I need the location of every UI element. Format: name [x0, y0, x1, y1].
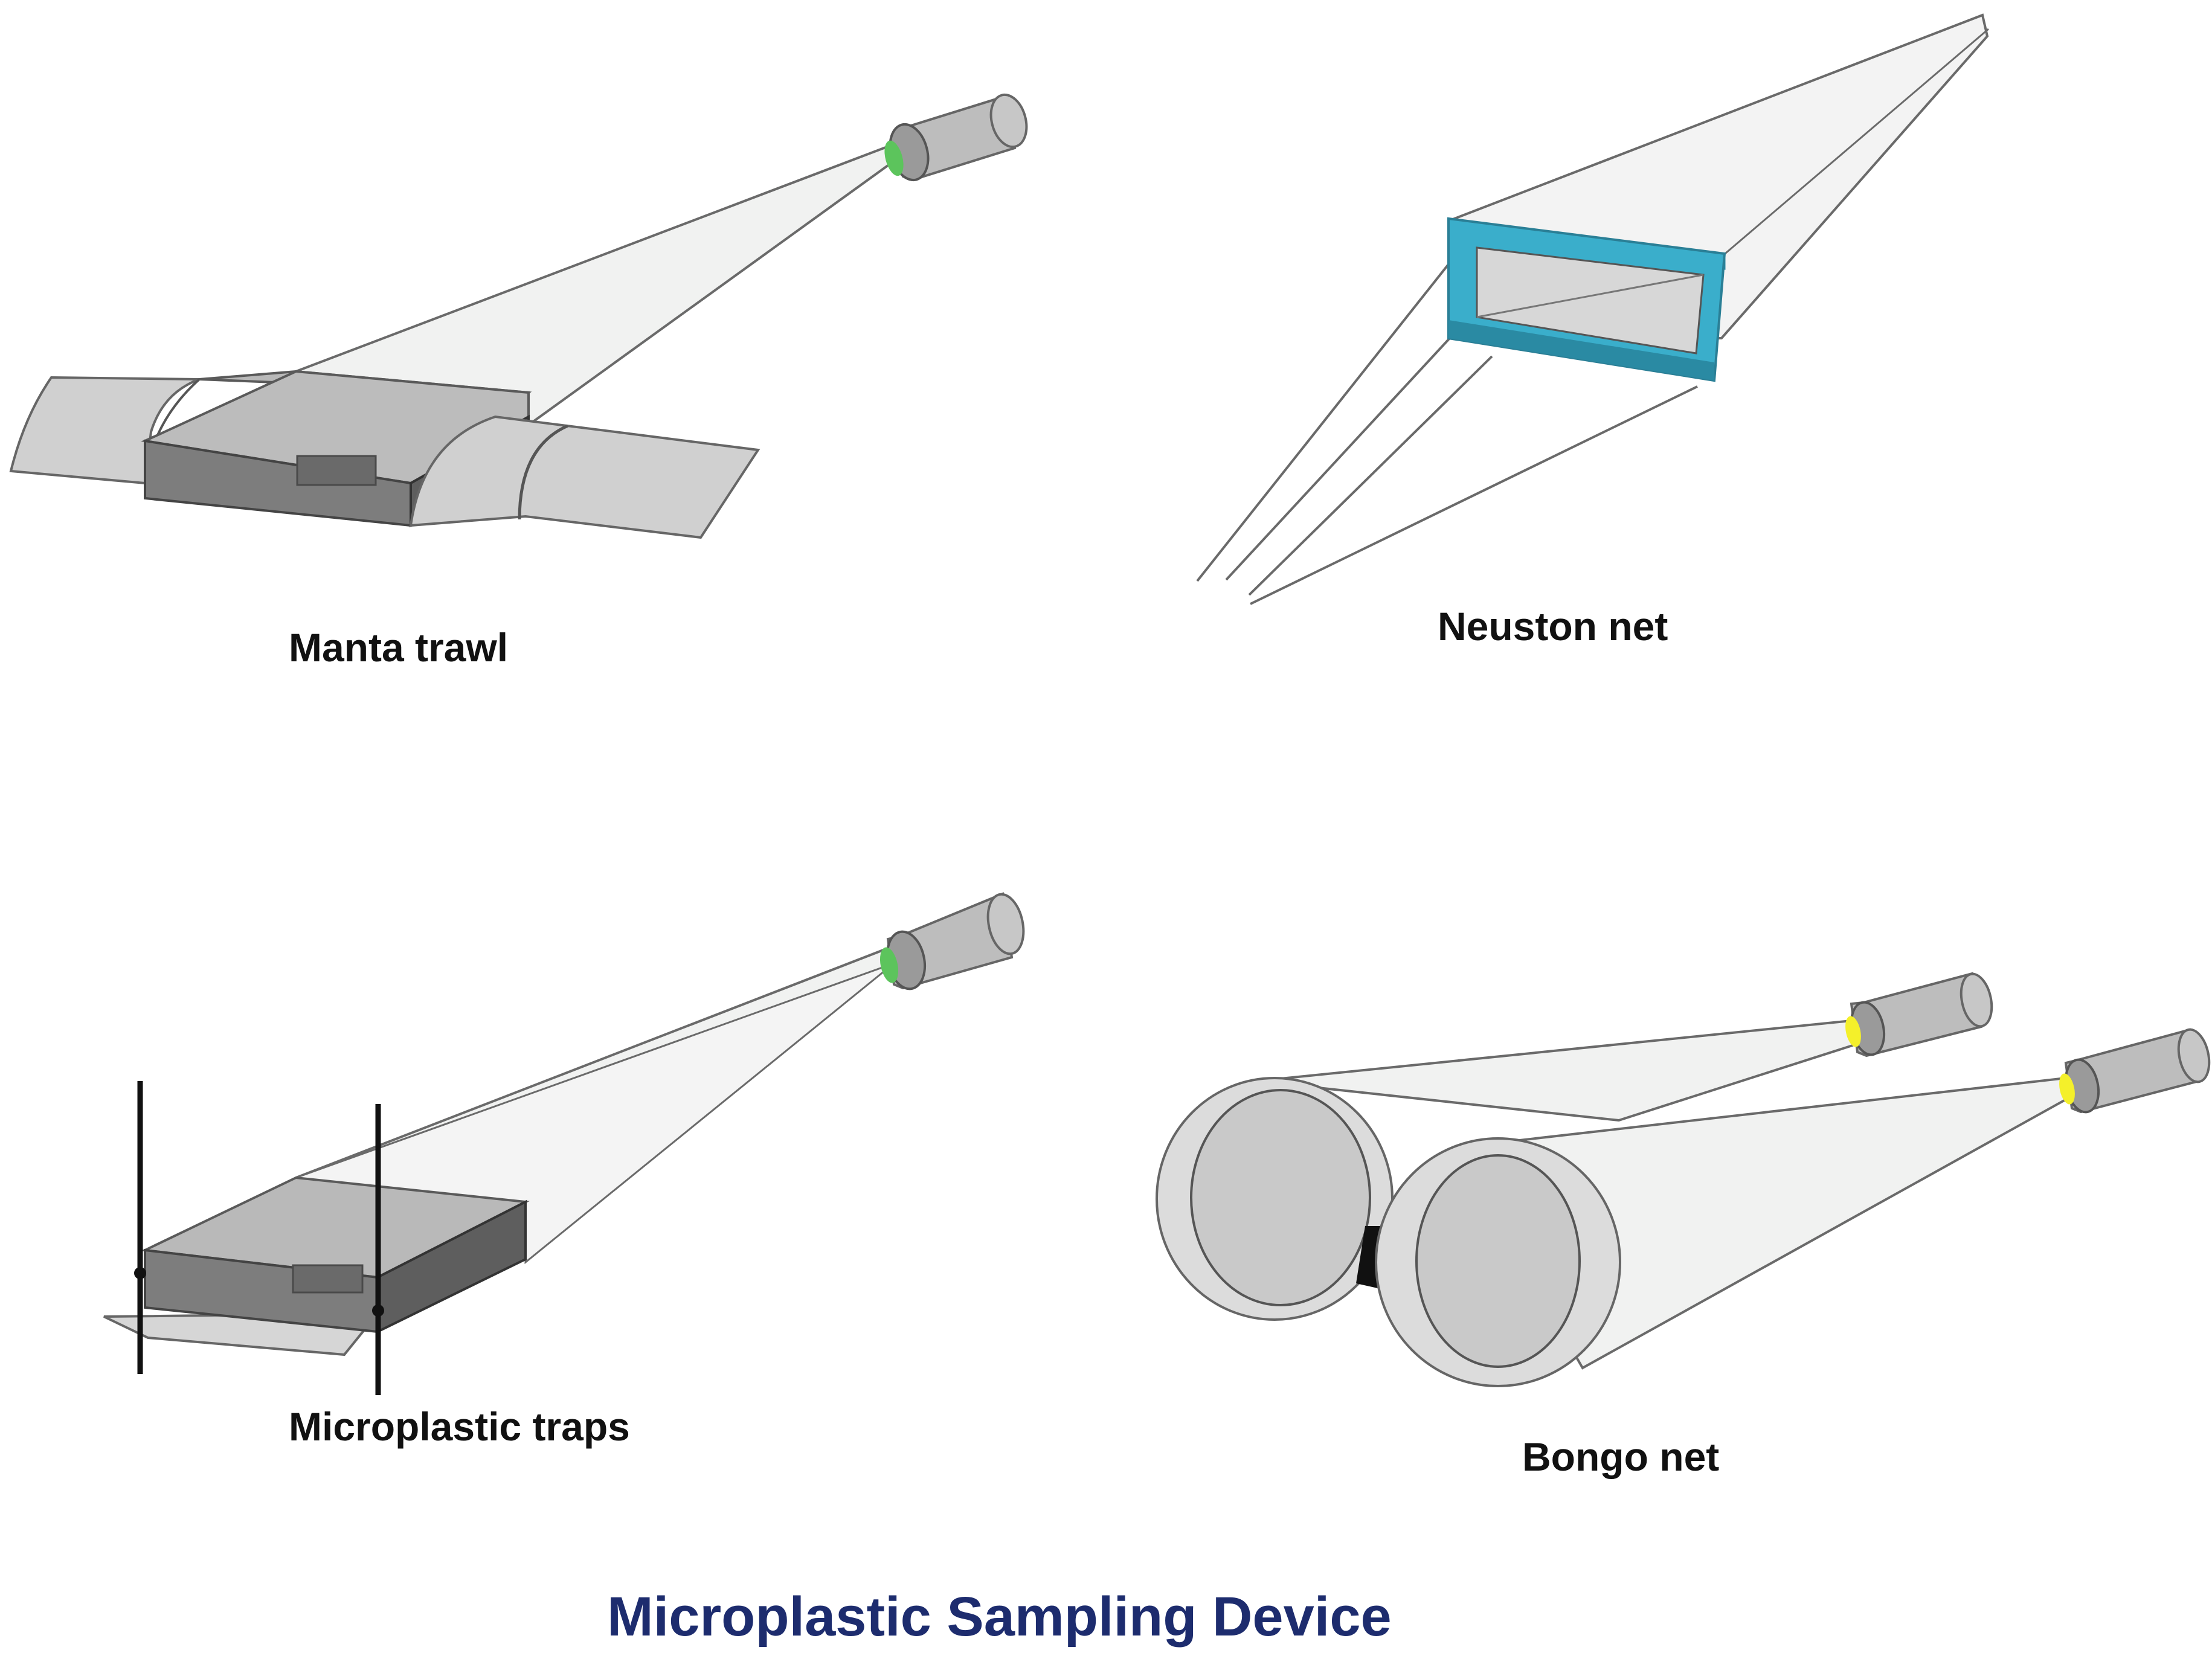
manta-right-wing [409, 415, 760, 539]
bongo-cod-end-back [1845, 972, 1993, 1058]
neuston-frame-opening [1476, 246, 1705, 355]
manta-ring [884, 140, 904, 176]
traps-ring [879, 947, 899, 983]
bongo-back-mouth [1156, 1077, 1394, 1321]
manta-trawl-label: Manta trawl [289, 625, 508, 670]
bongo-net-label: Bongo net [1522, 1434, 1719, 1479]
microplastic-traps-label: Microplastic traps [289, 1404, 630, 1449]
manta-left-wing [9, 376, 200, 485]
traps-cod-end [879, 892, 1025, 990]
bongo-ring-front [2059, 1073, 2075, 1105]
neuston-bridle [1196, 262, 1698, 605]
bongo-front-mouth [1375, 1137, 1621, 1387]
bongo-ring-back [1845, 1016, 1861, 1047]
bongo-cod-end-front [2059, 1028, 2211, 1114]
microplastic-traps-illustration [103, 892, 1025, 1395]
neuston-net-illustration [1196, 13, 1989, 605]
neuston-net-label: Neuston net [1438, 604, 1668, 649]
bongo-net-illustration [1156, 972, 2211, 1387]
traps-poles [137, 1081, 381, 1395]
manta-trawl-illustration [9, 93, 1028, 539]
manta-cod-end [884, 93, 1028, 182]
diagram-title: Microplastic Sampling Device [607, 1586, 1392, 1648]
